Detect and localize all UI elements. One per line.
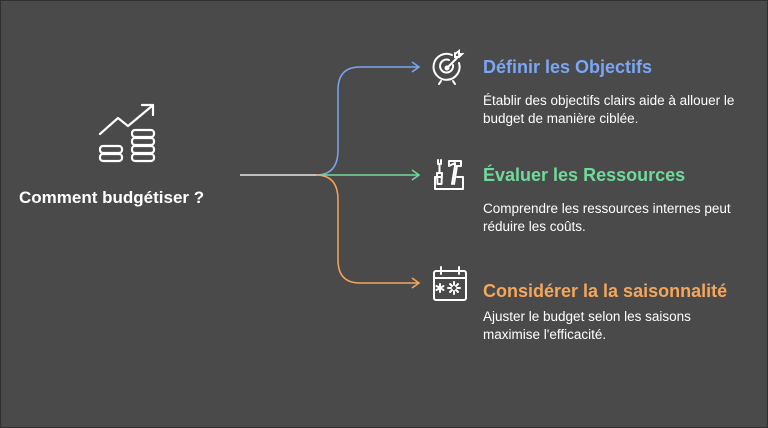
arrowhead-saisonnalite (411, 277, 421, 289)
branch-title-saisonnalite: Considérer la la saisonnalité (483, 281, 728, 301)
connector-objectifs (315, 66, 418, 176)
connector-saisonnalite (315, 174, 418, 284)
branch-description-objectifs: Établir des objectifs clairs aide à allo… (483, 93, 735, 126)
arrowhead-objectifs (411, 61, 421, 73)
tools-icon (434, 159, 464, 190)
branch-description-ressources: Comprendre les ressources internes peut … (483, 201, 731, 234)
branch-description-saisonnalite: Ajuster le budget selon les saisons maxi… (483, 309, 691, 342)
chart-growth-coins-icon (98, 103, 156, 163)
arrowhead-ressources (411, 169, 421, 181)
target-icon (432, 49, 465, 85)
branch-title-ressources: Évaluer les Ressources (483, 165, 686, 185)
root-label: Comment budgétiser ? (19, 188, 205, 207)
calendar-icon (433, 266, 467, 301)
branch-title-objectifs: Définir les Objectifs (483, 57, 653, 77)
